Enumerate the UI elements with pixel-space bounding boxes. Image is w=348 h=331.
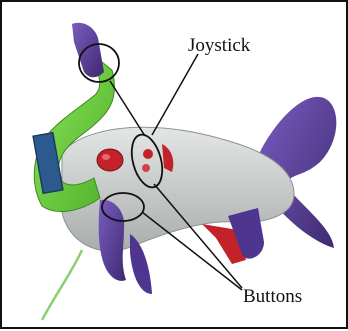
top-grip <box>72 23 104 78</box>
leader-joystick-2 <box>152 54 198 135</box>
body-button <box>142 164 150 172</box>
body-button <box>143 149 153 159</box>
cable <box>42 250 82 320</box>
callout-label-joystick: Joystick <box>188 35 250 57</box>
callout-label-buttons: Buttons <box>243 286 302 308</box>
joystick-knob <box>97 149 123 171</box>
